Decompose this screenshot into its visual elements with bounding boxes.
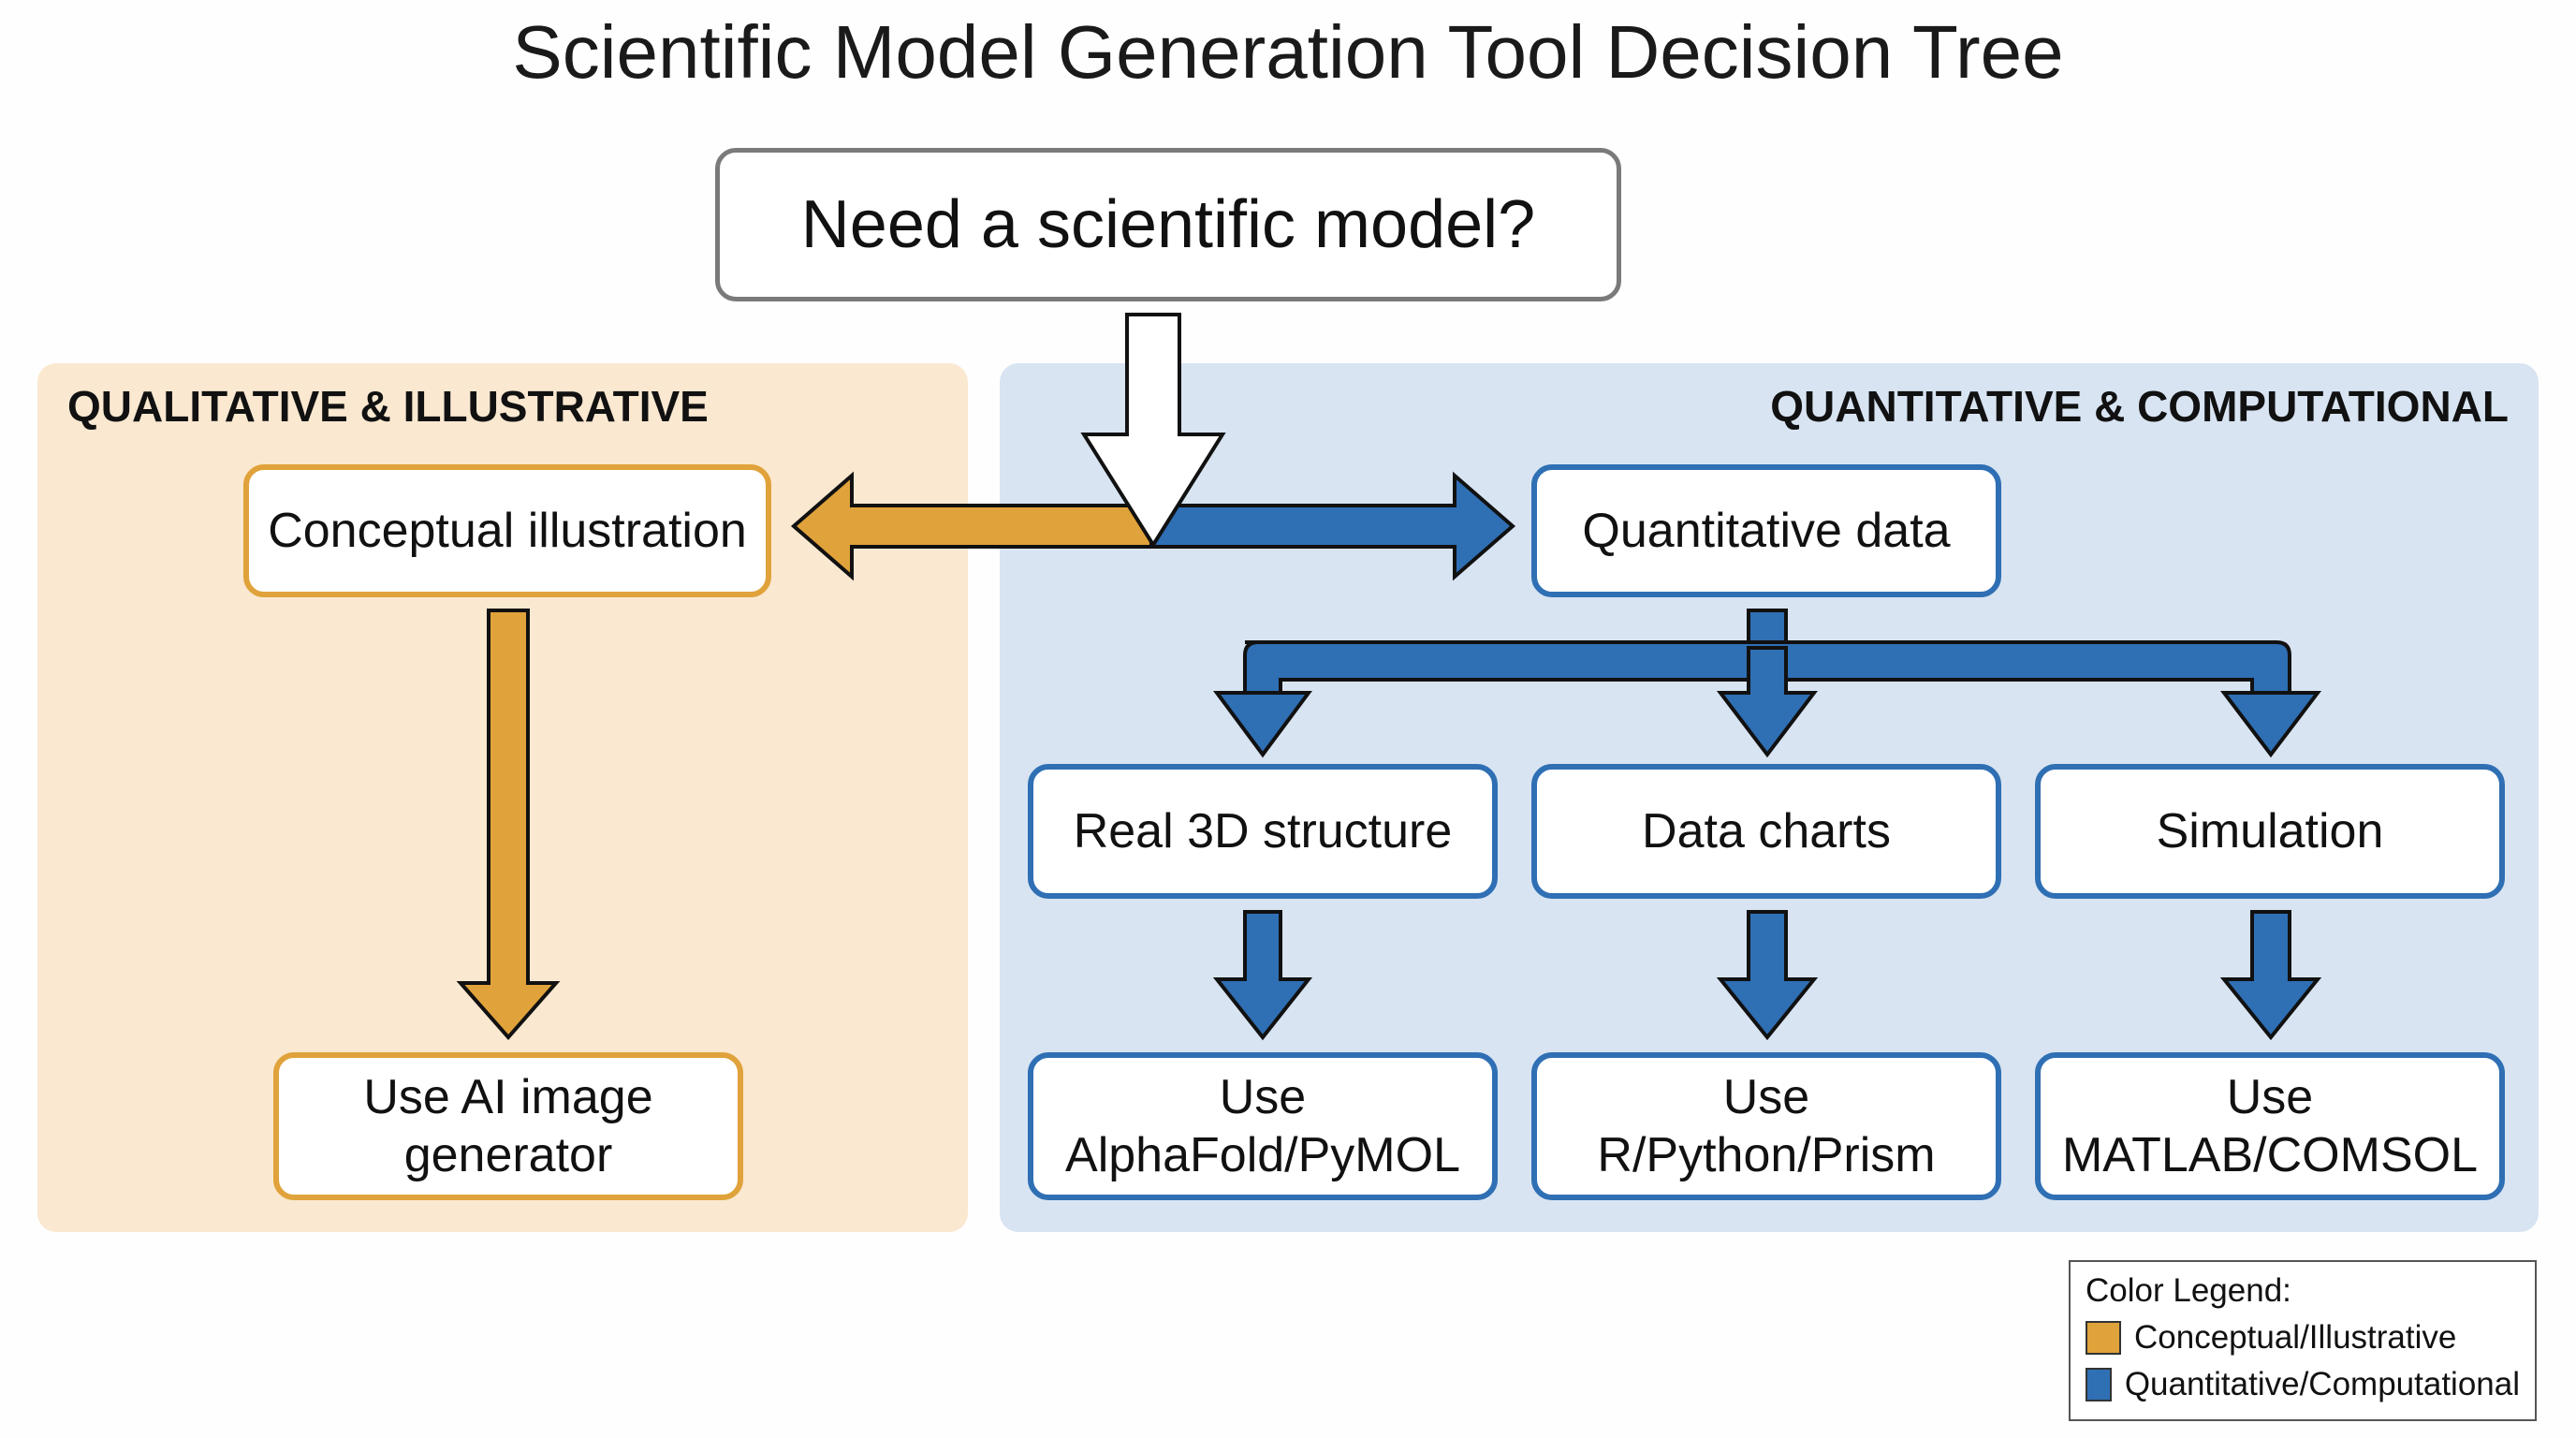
arrow-to-matlab	[2219, 910, 2322, 1041]
legend-title: Color Legend:	[2086, 1272, 2291, 1309]
arrow-to-simulation	[2219, 691, 2322, 758]
charts-node-label: Data charts	[1642, 804, 1891, 858]
legend-label-conceptual: Conceptual/Illustrative	[2134, 1319, 2457, 1356]
matlab-node: Use MATLAB/COMSOL	[2035, 1052, 2505, 1200]
arrow-to-alphafold	[1212, 910, 1313, 1041]
ai-generator-line1: Use AI image	[363, 1070, 653, 1124]
arrow-to-conceptual	[790, 471, 1153, 581]
rpython-node: Use R/Python/Prism	[1531, 1052, 2001, 1200]
simulation-node: Simulation	[2035, 764, 2505, 899]
arrow-from-root	[1080, 313, 1226, 549]
structure-node-label: Real 3D structure	[1073, 804, 1453, 858]
simulation-node-label: Simulation	[2156, 804, 2384, 858]
rpython-line1: Use	[1722, 1070, 1810, 1124]
quantitative-node: Quantitative data	[1531, 464, 2001, 597]
qualitative-heading: QUALITATIVE & ILLUSTRATIVE	[67, 382, 709, 431]
quantitative-node-label: Quantitative data	[1582, 504, 1951, 558]
structure-node: Real 3D structure	[1028, 764, 1498, 899]
arrow-to-rpython	[1716, 910, 1819, 1041]
legend-item-conceptual: Conceptual/Illustrative	[2086, 1314, 2520, 1361]
charts-node: Data charts	[1531, 764, 2001, 899]
arrow-to-quantitative	[1149, 471, 1516, 581]
arrow-to-structure	[1213, 691, 1312, 758]
ai-generator-line2: generator	[403, 1128, 613, 1182]
root-node: Need a scientific model?	[715, 148, 1621, 301]
root-node-label: Need a scientific model?	[800, 187, 1536, 262]
alphafold-line2: AlphaFold/PyMOL	[1065, 1128, 1460, 1182]
matlab-line1: Use	[2226, 1070, 2314, 1124]
quantitative-heading: QUANTITATIVE & COMPUTATIONAL	[1770, 382, 2509, 431]
legend-swatch-quantitative	[2086, 1368, 2112, 1401]
conceptual-node-label: Conceptual illustration	[268, 504, 747, 558]
conceptual-node: Conceptual illustration	[243, 464, 771, 597]
rpython-line2: R/Python/Prism	[1597, 1128, 1936, 1182]
arrow-to-charts	[1716, 646, 1819, 758]
matlab-line2: MATLAB/COMSOL	[2061, 1128, 2478, 1182]
ai-generator-node: Use AI image generator	[273, 1052, 743, 1200]
legend-item-quantitative: Quantitative/Computational	[2086, 1361, 2520, 1408]
diagram-title: Scientific Model Generation Tool Decisio…	[512, 10, 2064, 94]
color-legend: Color Legend: Conceptual/Illustrative Qu…	[2069, 1260, 2537, 1421]
arrow-to-ai-generator	[456, 609, 561, 1041]
legend-label-quantitative: Quantitative/Computational	[2124, 1366, 2520, 1402]
alphafold-line1: Use	[1219, 1070, 1307, 1124]
legend-swatch-conceptual	[2086, 1321, 2121, 1355]
alphafold-node: Use AlphaFold/PyMOL	[1028, 1052, 1498, 1200]
